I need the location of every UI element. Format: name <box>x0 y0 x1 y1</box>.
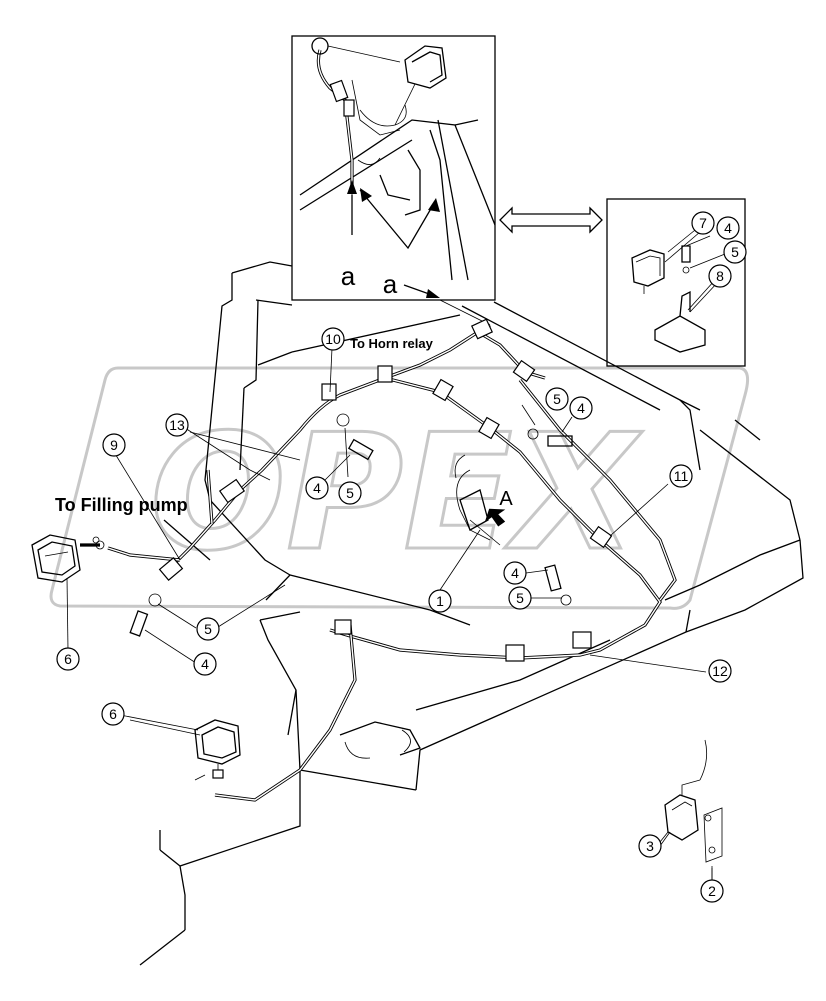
callout-9: 9 <box>102 433 126 457</box>
callout-12: 12 <box>708 659 732 683</box>
double-arrow <box>499 206 603 234</box>
svg-text:5: 5 <box>204 621 212 637</box>
svg-text:9: 9 <box>110 437 118 453</box>
view-a-label: A <box>499 488 513 510</box>
svg-text:10: 10 <box>325 331 341 347</box>
machine-frame <box>139 261 804 966</box>
detail-a-label-main: a <box>383 269 398 299</box>
callout-7-visible: 7 <box>691 211 715 235</box>
watermark: OPEX <box>49 366 750 610</box>
view-a-arrow: A <box>484 488 513 527</box>
callout-11: 11 <box>669 464 693 488</box>
svg-text:5: 5 <box>346 485 354 501</box>
callout-10: 10 <box>321 327 345 351</box>
callout-6-a: 6 <box>56 647 80 671</box>
svg-text:1: 1 <box>436 593 444 609</box>
filling-pump-label: To Filling pump <box>55 495 188 515</box>
svg-text:6: 6 <box>64 651 72 667</box>
svg-text:5: 5 <box>731 244 739 260</box>
callout-4-b: 4 <box>569 396 593 420</box>
callout-6-b: 6 <box>101 702 125 726</box>
svg-text:12: 12 <box>712 663 728 679</box>
bolts-washers <box>129 413 573 637</box>
callout-5-e: 5 <box>196 617 220 641</box>
svg-text:4: 4 <box>201 656 209 672</box>
callout-5-c: 5 <box>338 481 362 505</box>
work-lamp-left <box>31 534 105 651</box>
callout-4-d: 4 <box>503 561 527 585</box>
callout-1: 1 <box>428 589 452 613</box>
callout-4-c: 4 <box>305 476 329 500</box>
svg-text:4: 4 <box>313 480 321 496</box>
callout-5-d: 5 <box>508 586 532 610</box>
detail-a-inset: a <box>291 35 496 301</box>
bracket-detail-inset <box>606 198 746 367</box>
horn-assembly <box>659 739 723 880</box>
svg-text:6: 6 <box>109 706 117 722</box>
svg-text:11: 11 <box>674 468 689 484</box>
harness-clamps <box>158 318 613 662</box>
callout-5-a: 5 <box>723 240 747 264</box>
svg-text:3: 3 <box>646 838 654 854</box>
svg-text:5: 5 <box>553 391 561 407</box>
horn-relay-label: To Horn relay <box>350 336 434 351</box>
svg-text:7: 7 <box>699 215 707 231</box>
callout-4-a: 4 <box>716 216 740 240</box>
detail-a-label-inset: a <box>341 261 356 291</box>
leader-lines <box>113 225 719 880</box>
svg-text:4: 4 <box>511 565 519 581</box>
work-lamp-lower <box>129 719 241 781</box>
callout-4-e: 4 <box>193 652 217 676</box>
svg-text:2: 2 <box>708 883 716 899</box>
callout-2: 2 <box>700 879 724 903</box>
svg-text:4: 4 <box>724 220 732 236</box>
detail-a-pointer: a <box>383 269 440 299</box>
svg-text:4: 4 <box>577 400 585 416</box>
svg-text:13: 13 <box>169 417 185 433</box>
callout-5-b: 5 <box>545 387 569 411</box>
callout-8: 8 <box>708 264 732 288</box>
svg-text:5: 5 <box>516 590 524 606</box>
callout-13: 13 <box>165 413 189 437</box>
svg-text:8: 8 <box>716 268 724 284</box>
callout-3: 3 <box>638 834 662 858</box>
